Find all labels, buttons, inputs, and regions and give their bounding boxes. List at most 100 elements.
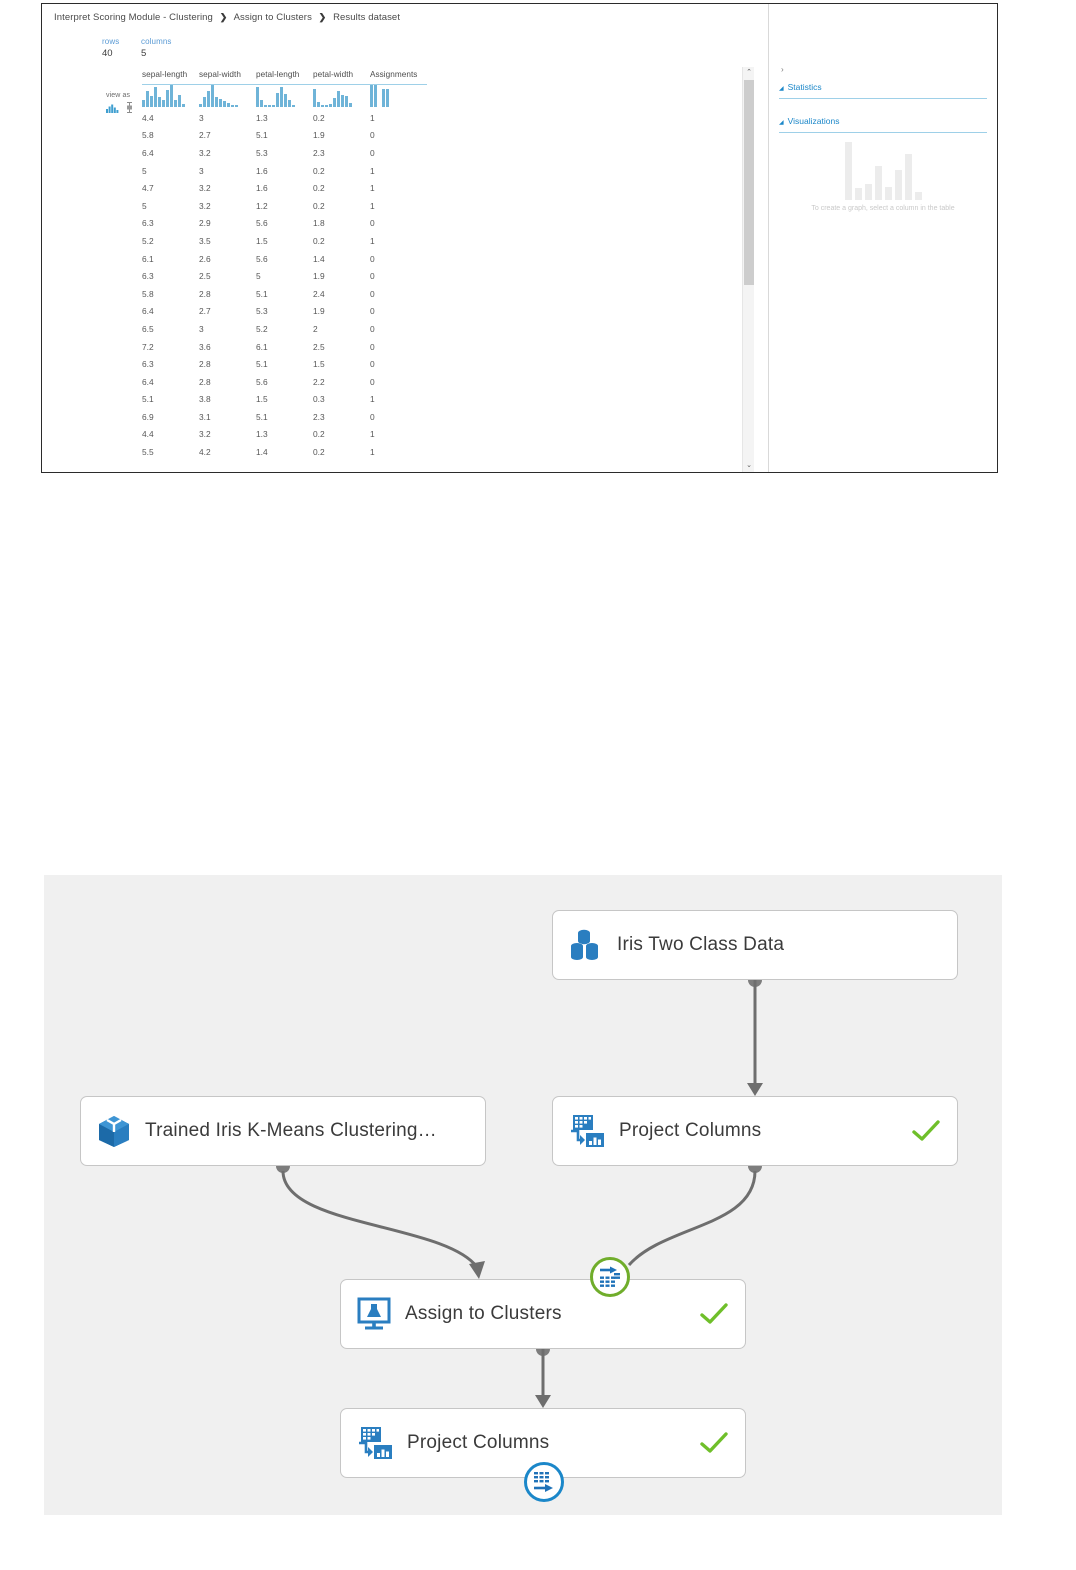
node-label: Assign to Clusters xyxy=(405,1303,562,1324)
database-icon xyxy=(569,929,603,961)
panel-expand-icon[interactable]: › xyxy=(781,65,784,74)
table-cell: 5.6 xyxy=(256,253,268,264)
table-cell: 5 xyxy=(142,165,147,176)
node-project-columns-lower[interactable]: Project Columns xyxy=(340,1408,746,1478)
table-cell: 4.7 xyxy=(142,183,154,194)
table-cell: 4.4 xyxy=(142,112,154,123)
table-cell: 6.3 xyxy=(142,271,154,282)
node-iris-two-class-data[interactable]: Iris Two Class Data xyxy=(552,910,958,980)
status-check-icon xyxy=(699,1302,729,1326)
breadcrumb-item-1[interactable]: Assign to Clusters xyxy=(233,12,312,23)
view-as-label: view as xyxy=(106,92,131,99)
node-project-columns-upper[interactable]: Project Columns xyxy=(552,1096,958,1166)
table-cell: 2.8 xyxy=(199,376,211,387)
visualizations-section-title: Visualizations xyxy=(787,116,840,126)
table-cell: 5.5 xyxy=(142,447,154,458)
placeholder-bar xyxy=(864,184,872,200)
table-cell: 6.4 xyxy=(142,306,154,317)
table-histogram-row xyxy=(142,85,427,110)
column-header-assignments[interactable]: Assignments xyxy=(370,70,427,85)
column-histogram xyxy=(313,85,370,110)
dataset-input-badge[interactable] xyxy=(590,1257,630,1297)
table-cell: 3.2 xyxy=(199,429,211,440)
column-header-petal-width[interactable]: petal-width xyxy=(313,70,370,85)
table-cell: 1.3 xyxy=(256,112,268,123)
node-label: Project Columns xyxy=(407,1432,550,1453)
table-cell: 0 xyxy=(370,288,375,299)
table-cell: 2.3 xyxy=(313,147,325,158)
table-cell: 5.1 xyxy=(256,359,268,370)
column-header-sepal-width[interactable]: sepal-width xyxy=(199,70,256,85)
table-cell: 0 xyxy=(370,359,375,370)
table-cell: 1.2 xyxy=(256,200,268,211)
columns-stat-label: columns xyxy=(141,37,172,46)
placeholder-bar xyxy=(894,170,902,200)
table-cell: 1.8 xyxy=(313,218,325,229)
cube-icon xyxy=(97,1114,131,1148)
table-cell: 0 xyxy=(370,253,375,264)
table-cell: 0.2 xyxy=(313,112,325,123)
table-cell: 5.8 xyxy=(142,288,154,299)
experiment-graph-canvas[interactable]: Iris Two Class Data Trained Iris K-Means… xyxy=(44,875,1002,1515)
details-panel: › ◢Statistics ◢Visualizations To create … xyxy=(768,4,997,472)
scroll-down-icon[interactable]: ⌄ xyxy=(746,462,752,469)
table-cell: 3.8 xyxy=(199,394,211,405)
status-check-icon xyxy=(911,1119,941,1143)
column-header-sepal-length[interactable]: sepal-length xyxy=(142,70,199,85)
table-cell: 2.7 xyxy=(199,306,211,317)
table-scrollbar[interactable]: ⌃ ⌄ xyxy=(742,67,754,472)
visualizations-section-header[interactable]: ◢Visualizations xyxy=(779,116,987,126)
breadcrumb-item-0[interactable]: Interpret Scoring Module - Clustering xyxy=(54,12,213,23)
statistics-section-title: Statistics xyxy=(787,82,822,92)
table-cell: 1.6 xyxy=(256,183,268,194)
breadcrumb-item-2[interactable]: Results dataset xyxy=(333,12,401,23)
table-cell: 2 xyxy=(313,323,318,334)
column-header-petal-length[interactable]: petal-length xyxy=(256,70,313,85)
table-cell: 0.2 xyxy=(313,165,325,176)
table-cell: 0 xyxy=(370,130,375,141)
table-cell: 1.9 xyxy=(313,130,325,141)
table-cell: 5 xyxy=(142,200,147,211)
histogram-icon[interactable] xyxy=(106,104,119,113)
scroll-up-icon[interactable]: ⌃ xyxy=(746,69,752,76)
statistics-section: ◢Statistics xyxy=(779,82,987,99)
table-cell: 5 xyxy=(256,271,261,282)
scrollbar-thumb[interactable] xyxy=(744,80,754,285)
table-cell: 6.1 xyxy=(142,253,154,264)
table-cell: 1.4 xyxy=(313,253,325,264)
table-cell: 4.4 xyxy=(142,429,154,440)
statistics-section-header[interactable]: ◢Statistics xyxy=(779,82,987,92)
table-cell: 6.1 xyxy=(256,341,268,352)
columns-stat-value: 5 xyxy=(141,48,147,59)
node-trained-iris-k-means-clustering[interactable]: Trained Iris K-Means Clustering… xyxy=(80,1096,486,1166)
dataset-output-badge[interactable] xyxy=(524,1462,564,1502)
placeholder-bar xyxy=(904,154,912,200)
table-cell: 5.1 xyxy=(256,411,268,422)
table-cell: 5.3 xyxy=(256,306,268,317)
dataset-output-icon xyxy=(534,1472,553,1492)
node-assign-to-clusters[interactable]: Assign to Clusters xyxy=(340,1279,746,1349)
table-cell: 1 xyxy=(370,200,375,211)
table-cell: 7.2 xyxy=(142,341,154,352)
boxplot-icon[interactable] xyxy=(126,102,133,113)
